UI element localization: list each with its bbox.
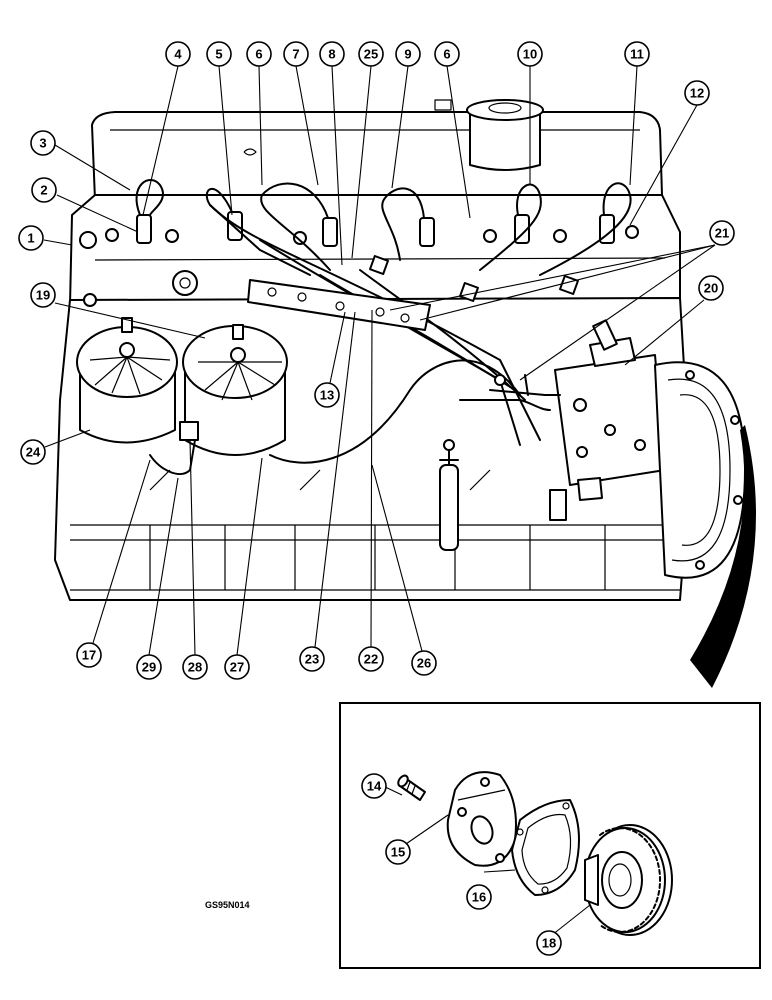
svg-text:5: 5 <box>215 47 222 62</box>
callout-28: 28 <box>182 654 208 680</box>
detail-leader-arrow <box>690 425 756 688</box>
svg-text:15: 15 <box>391 845 405 860</box>
svg-text:20: 20 <box>704 281 718 296</box>
fuel-filter-left <box>76 317 178 444</box>
dowel-pin <box>397 774 426 801</box>
dipstick-tube <box>439 439 459 551</box>
filter-fitting <box>179 421 199 441</box>
callout-29: 29 <box>136 654 162 680</box>
callout-4: 4 <box>165 41 191 67</box>
svg-text:1: 1 <box>27 231 34 246</box>
callout-18: 18 <box>536 930 562 956</box>
svg-text:25: 25 <box>364 47 378 62</box>
callout-11: 11 <box>624 41 650 67</box>
svg-text:2: 2 <box>40 183 47 198</box>
callout-14: 14 <box>361 773 387 799</box>
cover-plate <box>446 771 517 867</box>
callout-20: 20 <box>698 275 724 301</box>
filter-line-17 <box>149 439 196 475</box>
callout-25: 25 <box>358 41 384 67</box>
svg-text:6: 6 <box>255 47 262 62</box>
fuel-filter-right <box>182 324 288 456</box>
gasket <box>511 799 580 896</box>
callout-12: 12 <box>684 80 710 106</box>
svg-text:13: 13 <box>320 388 334 403</box>
svg-text:4: 4 <box>174 47 182 62</box>
fuel-injection-pump <box>554 319 666 501</box>
leader-lines <box>43 65 716 656</box>
svg-text:14: 14 <box>367 779 382 794</box>
filter-line-26 <box>269 359 521 464</box>
callouts: 1 2 3 4 5 6 7 8 25 9 6 10 11 12 21 20 19… <box>18 41 735 956</box>
svg-text:17: 17 <box>82 648 96 663</box>
cover-symbol <box>243 148 257 156</box>
svg-text:7: 7 <box>292 47 299 62</box>
callout-26: 26 <box>411 650 437 676</box>
callout-3: 3 <box>30 130 56 156</box>
svg-text:19: 19 <box>36 288 50 303</box>
svg-text:27: 27 <box>230 660 244 675</box>
callout-2: 2 <box>31 177 57 203</box>
svg-text:26: 26 <box>417 656 431 671</box>
svg-text:29: 29 <box>142 660 156 675</box>
callout-21: 21 <box>709 220 735 246</box>
callout-22: 22 <box>358 646 384 672</box>
svg-text:10: 10 <box>523 47 537 62</box>
engine-illustration <box>54 99 756 688</box>
svg-text:12: 12 <box>690 86 704 101</box>
head-bolts <box>79 225 639 302</box>
svg-text:18: 18 <box>542 936 556 951</box>
svg-text:22: 22 <box>364 652 378 667</box>
callout-5: 5 <box>206 41 232 67</box>
drive-gear <box>584 824 673 936</box>
callout-19: 19 <box>30 282 56 308</box>
svg-text:11: 11 <box>630 47 644 62</box>
rocker-cover <box>91 111 663 201</box>
callout-27: 27 <box>224 654 250 680</box>
callout-24: 24 <box>20 439 46 465</box>
callout-23: 23 <box>299 646 325 672</box>
oil-filler-cap <box>434 99 544 171</box>
svg-text:9: 9 <box>404 47 411 62</box>
pipe-clamp <box>247 279 431 331</box>
flywheel-housing <box>654 361 746 579</box>
callout-13: 13 <box>314 382 340 408</box>
callout-1: 1 <box>18 225 44 251</box>
callout-7: 7 <box>283 41 309 67</box>
svg-text:8: 8 <box>328 47 335 62</box>
svg-text:16: 16 <box>472 890 486 905</box>
callout-6a: 6 <box>246 41 272 67</box>
figure-code: GS95N014 <box>205 900 250 910</box>
svg-text:23: 23 <box>305 652 319 667</box>
callout-16: 16 <box>466 884 492 910</box>
svg-text:24: 24 <box>26 445 41 460</box>
svg-text:21: 21 <box>715 226 729 241</box>
svg-text:28: 28 <box>188 660 202 675</box>
svg-text:6: 6 <box>443 47 450 62</box>
callout-10: 10 <box>517 41 543 67</box>
callout-9: 9 <box>395 41 421 67</box>
cylinder-head <box>69 194 681 306</box>
callout-8: 8 <box>319 41 345 67</box>
callout-17: 17 <box>76 642 102 668</box>
callout-15: 15 <box>385 839 411 865</box>
svg-text:3: 3 <box>39 136 46 151</box>
detail-inset: GS95N014 <box>205 702 761 969</box>
callout-6b: 6 <box>434 41 460 67</box>
